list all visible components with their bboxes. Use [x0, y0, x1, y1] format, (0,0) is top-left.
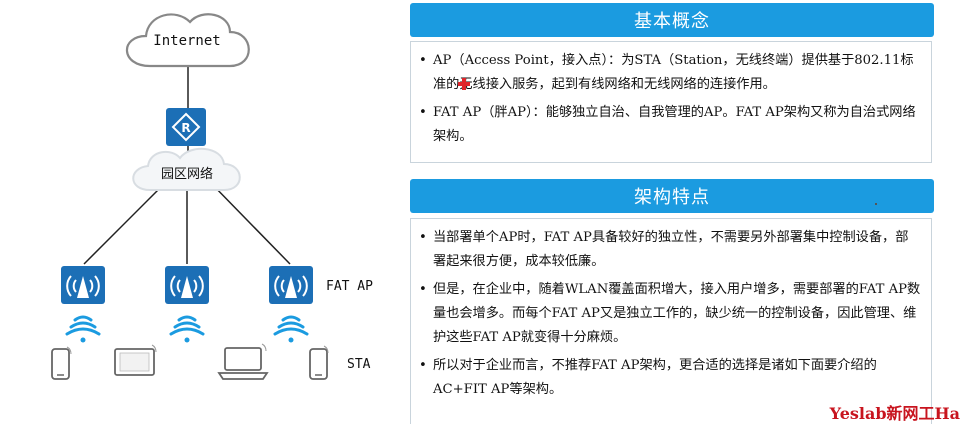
link-campus-ap3: [207, 179, 291, 265]
bullet-text: FAT AP（胖AP）：能够独立自治、自我管理的AP。FAT AP架构又称为自治…: [433, 105, 916, 144]
wifi-signal-icon-2: [169, 315, 205, 343]
bullet-marker: •: [419, 53, 427, 68]
ap-icon-1: [61, 266, 105, 304]
laptop-icon: [217, 343, 269, 380]
bullet-marker: •: [419, 230, 427, 245]
ap-icon-3: [269, 266, 313, 304]
internet-label: Internet: [153, 33, 220, 49]
tablet-icon: [114, 344, 157, 376]
fat-ap-topology-diagram: Internet R 园区网络 FAT AP: [51, 13, 373, 380]
panel-architecture-features-header: 架构特点: [410, 179, 934, 213]
sta-label: STA: [347, 357, 371, 372]
campus-network-label: 园区网络: [161, 166, 213, 182]
stray-dot: [875, 203, 877, 205]
panel-basic-concepts-header: 基本概念: [410, 3, 934, 37]
phone-icon-1: [51, 346, 72, 380]
bullet-marker: •: [419, 105, 427, 120]
bullet-text: 但是，在企业中，随着WLAN覆盖面积增大，接入用户增多，需要部署的FAT AP数…: [433, 282, 921, 345]
fat-ap-label: FAT AP: [326, 279, 373, 294]
bullet-marker: •: [419, 358, 427, 373]
wifi-signal-icon-3: [273, 315, 309, 343]
campus-cloud-icon: [132, 147, 241, 191]
router-icon: R: [166, 108, 206, 146]
cloud-icon: [125, 13, 250, 68]
svg-text:R: R: [181, 121, 190, 135]
link-campus-ap1: [83, 179, 169, 265]
cursor-cross-icon: [458, 78, 470, 90]
bullet-text: 所以对于企业而言，不推荐FAT AP架构，更合适的选择是诸如下面要介绍的AC+F…: [433, 358, 877, 397]
list-item: • 所以对于企业而言，不推荐FAT AP架构，更合适的选择是诸如下面要介绍的AC…: [419, 354, 921, 402]
panel-basic-concepts-body: • AP（Access Point，接入点）：为STA（Station，无线终端…: [410, 41, 932, 163]
bullet-text: AP（Access Point，接入点）：为STA（Station，无线终端）提…: [433, 53, 914, 92]
ap-icon-2: [165, 266, 209, 304]
panel-architecture-features-body: • 当部署单个AP时，FAT AP具备较好的独立性，不需要另外部署集中控制设备，…: [410, 218, 932, 424]
list-item: • FAT AP（胖AP）：能够独立自治、自我管理的AP。FAT AP架构又称为…: [419, 101, 921, 149]
bullet-marker: •: [419, 282, 427, 297]
panel-architecture-features-title: 架构特点: [634, 187, 710, 208]
panel-basic-concepts-title: 基本概念: [634, 11, 710, 32]
list-item: • 当部署单个AP时，FAT AP具备较好的独立性，不需要另外部署集中控制设备，…: [419, 226, 921, 274]
list-item: • AP（Access Point，接入点）：为STA（Station，无线终端…: [419, 49, 921, 97]
watermark-text: Yeslab新网工Ha: [829, 404, 960, 423]
wifi-signal-icon-1: [65, 315, 101, 343]
bullet-text: 当部署单个AP时，FAT AP具备较好的独立性，不需要另外部署集中控制设备，部署…: [433, 230, 909, 269]
list-item: • 但是，在企业中，随着WLAN覆盖面积增大，接入用户增多，需要部署的FAT A…: [419, 278, 921, 350]
phone-icon-2: [309, 345, 329, 380]
